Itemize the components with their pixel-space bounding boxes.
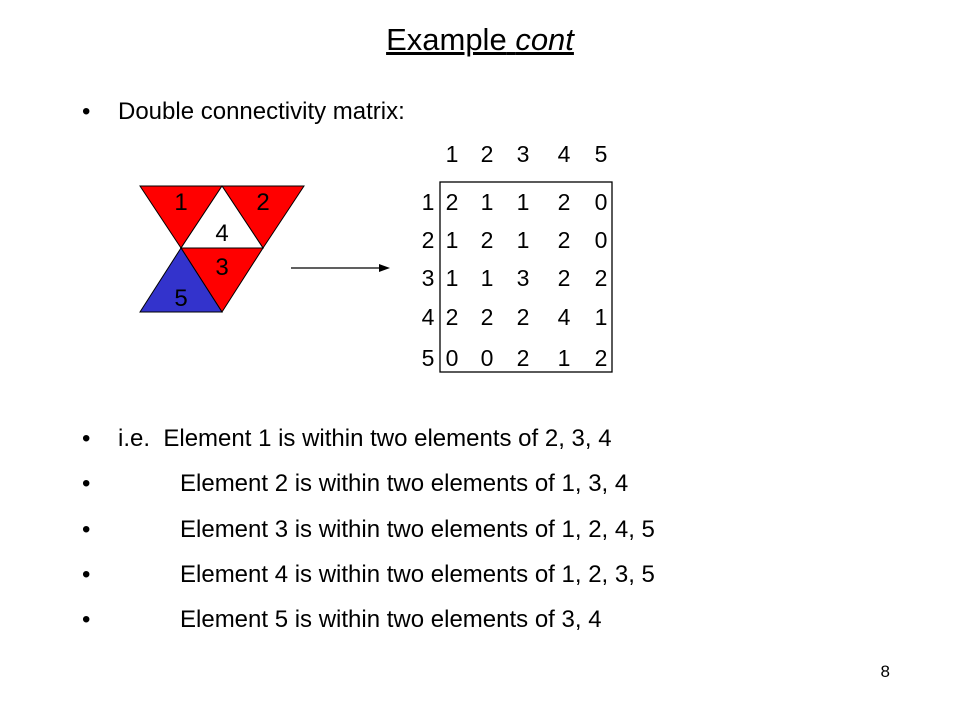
- matrix-cell: 1: [481, 189, 494, 215]
- matrix-cell: 1: [446, 227, 459, 253]
- matrix-cell: 2: [558, 227, 571, 253]
- matrix-cell: 1: [517, 189, 530, 215]
- line-1-text: Element 1 is within two elements of 2, 3…: [163, 425, 612, 452]
- arrow-icon: [291, 264, 390, 272]
- line-4-text: Element 4 is within two elements of 1, 2…: [180, 561, 655, 588]
- matrix-cell: 2: [517, 345, 530, 371]
- matrix-cell: 1: [558, 345, 571, 371]
- line-3-text: Element 3 is within two elements of 1, 2…: [180, 516, 655, 543]
- matrix-col-header: 4: [558, 141, 571, 167]
- matrix-col-header: 2: [481, 141, 494, 167]
- matrix-row-header: 1: [422, 189, 435, 215]
- matrix-row-header: 3: [422, 265, 435, 291]
- page-number: 8: [880, 662, 890, 681]
- bullet-dot: •: [82, 516, 91, 543]
- bullet-line-3: • Element 3 is within two elements of 1, …: [82, 516, 655, 544]
- mesh-label-1: 1: [174, 189, 187, 216]
- matrix-cell: 2: [595, 265, 608, 291]
- slide-title-main: Example: [386, 22, 507, 57]
- bullet-dot: •: [82, 606, 91, 633]
- matrix-row-header: 5: [422, 345, 435, 371]
- matrix-cell: 0: [595, 227, 608, 253]
- bullet-dot: •: [82, 425, 91, 452]
- line-5-text: Element 5 is within two elements of 3, 4: [180, 606, 602, 633]
- matrix-cell: 0: [446, 345, 459, 371]
- ie-prefix: i.e.: [118, 425, 151, 452]
- bullet-intro: • Double connectivity matrix:: [82, 98, 405, 126]
- matrix-col-header: 5: [595, 141, 608, 167]
- line-2-text: Element 2 is within two elements of 1, 3…: [180, 470, 629, 497]
- mesh-label-5: 5: [174, 285, 187, 312]
- matrix-cell: 0: [481, 345, 494, 371]
- matrix-row-header: 2: [422, 227, 435, 253]
- slide-title: Example cont: [0, 22, 960, 58]
- matrix-cell: 2: [558, 265, 571, 291]
- mesh-element-5: [139, 247, 223, 313]
- matrix-cell: 2: [446, 304, 459, 330]
- bullet-line-4: • Element 4 is within two elements of 1, …: [82, 561, 655, 589]
- bullet-line-5: • Element 5 is within two elements of 3, …: [82, 606, 602, 634]
- bullet-dot: •: [82, 561, 91, 588]
- matrix-col-header: 1: [446, 141, 459, 167]
- matrix-cell: 1: [517, 227, 530, 253]
- matrix-cell: 2: [481, 304, 494, 330]
- bullet-dot: •: [82, 98, 91, 125]
- mesh-label-3: 3: [215, 254, 228, 281]
- matrix-cell: 2: [517, 304, 530, 330]
- matrix-cell: 1: [446, 265, 459, 291]
- matrix-cell: 2: [558, 189, 571, 215]
- matrix-cell: 2: [446, 189, 459, 215]
- slide-title-italic: cont: [515, 22, 574, 57]
- bullet-line-1: • i.e. Element 1 is within two elements o…: [82, 425, 612, 453]
- matrix-cell: 2: [595, 345, 608, 371]
- matrix-frame: [439, 181, 613, 373]
- mesh-label-4: 4: [215, 220, 228, 247]
- matrix-col-header: 3: [517, 141, 530, 167]
- matrix-cell: 4: [558, 304, 571, 330]
- intro-text: Double connectivity matrix:: [118, 98, 405, 125]
- matrix-cell: 1: [481, 265, 494, 291]
- matrix-cell: 2: [481, 227, 494, 253]
- bullet-line-2: • Element 2 is within two elements of 1, …: [82, 470, 628, 498]
- bullet-dot: •: [82, 470, 91, 497]
- matrix-row-header: 4: [422, 304, 435, 330]
- mesh-label-2: 2: [256, 189, 269, 216]
- matrix-cell: 0: [595, 189, 608, 215]
- matrix-cell: 1: [595, 304, 608, 330]
- matrix-cell: 3: [517, 265, 530, 291]
